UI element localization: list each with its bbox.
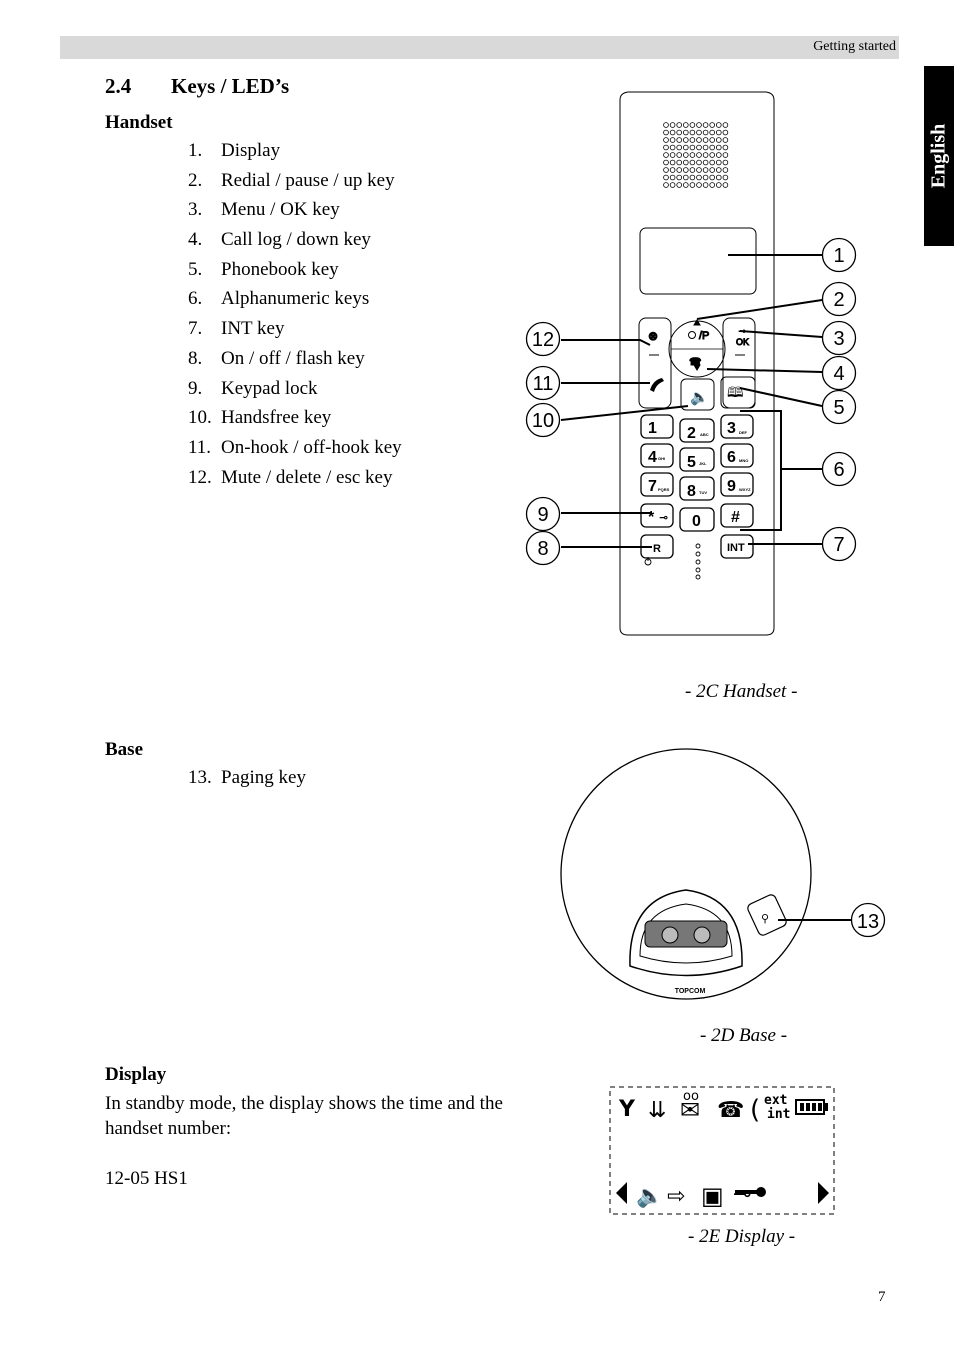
svg-text:PQRS: PQRS [658, 487, 670, 492]
callout-5: 5 [833, 397, 844, 419]
nav-key-icons: ⊗ /P ☎ OK → 🔈 [648, 319, 750, 407]
list-item: 2.Redial / pause / up key [188, 169, 395, 191]
svg-text:GHI: GHI [658, 456, 665, 461]
callout-4: 4 [833, 363, 844, 385]
handset-heading: Handset [105, 112, 173, 133]
display-heading: Display [105, 1064, 167, 1085]
battery-icon [795, 1099, 828, 1115]
list-item: 8.On / off / flash key [188, 347, 365, 369]
callout-11: 11 [533, 373, 554, 395]
svg-text:#: # [731, 509, 740, 526]
callout-1: 1 [833, 245, 844, 267]
list-item: 12.Mute / delete / esc key [188, 466, 393, 488]
callout-3: 3 [833, 328, 844, 350]
line-icon: ( [750, 1095, 760, 1125]
speaker-grille [663, 122, 729, 188]
key-lock-icon: ⊸ [733, 1182, 751, 1207]
leader-lines [560, 254, 823, 548]
page-number: 7 [878, 1289, 886, 1305]
list-item: 7.INT key [188, 318, 285, 340]
section-title: 2.4 Keys / LED’s [105, 74, 289, 99]
header-bar: Getting started [60, 36, 899, 59]
section-title-text: Keys / LED’s [171, 74, 290, 98]
svg-text:MNO: MNO [739, 458, 748, 463]
phone-icon: ☎ [717, 1098, 744, 1123]
list-item: 13.Paging key [188, 767, 306, 788]
right-arrow-icon [818, 1182, 829, 1204]
svg-text:*: * [648, 509, 655, 526]
list-item: 4.Call log / down key [188, 229, 371, 251]
svg-text:⊸: ⊸ [659, 512, 668, 524]
svg-text:OK: OK [736, 337, 749, 347]
list-item: 11.On-hook / off-hook key [188, 436, 402, 458]
list-item: 3.Menu / OK key [188, 199, 340, 221]
antenna-icon: Y [618, 1097, 636, 1122]
speaker-icon: 🔈 [636, 1184, 663, 1209]
left-arrow-icon [616, 1182, 627, 1204]
callout-13: 13 [857, 911, 879, 933]
svg-text:4: 4 [648, 449, 657, 466]
callout-7: 7 [833, 534, 844, 556]
callout-10: 10 [532, 410, 554, 432]
base-figure: ⚲ TOPCOM 13 [560, 748, 886, 1000]
display-figure: Y ⇊ ✉ oo ☎ ( ext int 🔈 ⇨ ▣ ⊸ [609, 1086, 835, 1215]
base-brand: TOPCOM [675, 988, 706, 995]
svg-text:⊗: ⊗ [648, 329, 658, 343]
svg-text:TUV: TUV [699, 490, 707, 495]
svg-text:JKL: JKL [699, 461, 707, 466]
svg-text:⚲: ⚲ [761, 912, 769, 925]
list-item: 5.Phonebook key [188, 258, 339, 280]
base-heading: Base [105, 739, 143, 760]
svg-text:9: 9 [727, 478, 736, 495]
display-description: In standby mode, the display shows the t… [105, 1093, 503, 1139]
svg-text:🔈: 🔈 [690, 388, 709, 406]
list-item: 10.Handsfree key [188, 407, 332, 429]
message-icon: ✉ [680, 1096, 700, 1124]
display-caption: - 2E Display - [688, 1226, 796, 1247]
list-item: 6.Alphanumeric keys [188, 288, 370, 310]
keypad-labels: 1 2 ABC 3 DEF 4 GHI 5 JKL 6 MNO 7 PQRS 8… [648, 420, 751, 555]
display-example: 12-05 HS1 [105, 1168, 188, 1189]
section-number: 2.4 [105, 74, 132, 98]
svg-text:7: 7 [648, 478, 657, 495]
callout-9: 9 [537, 504, 548, 526]
missed-call-icon: ⇊ [648, 1098, 666, 1123]
svg-text:3: 3 [727, 420, 736, 437]
svg-text:0: 0 [692, 513, 701, 530]
svg-text:ABC: ABC [700, 432, 709, 437]
menu-icon: ⇨ [667, 1184, 685, 1209]
svg-text:5: 5 [687, 454, 696, 471]
header-section-label: Getting started [813, 39, 896, 54]
base-key-list: 13.Paging key [188, 763, 306, 793]
svg-text:8: 8 [687, 483, 696, 500]
list-item: 9.Keypad lock [188, 377, 318, 399]
svg-text:INT: INT [727, 542, 745, 554]
base-caption: - 2D Base - [700, 1025, 788, 1046]
svg-text:R: R [653, 543, 661, 555]
ext-label: ext [764, 1093, 787, 1108]
language-tab: English [924, 66, 954, 246]
callout-12: 12 [532, 329, 554, 351]
callouts [525, 237, 857, 566]
phonebook-icon: ▣ [701, 1182, 724, 1210]
voicemail-icon: oo [683, 1089, 699, 1104]
handset-figure: ⊗ /P ☎ OK → 🔈 🕮 1 2 ABC 3 DEF 4 GHI [525, 91, 857, 636]
handset-caption: - 2C Handset - [685, 681, 798, 702]
svg-text:🕮: 🕮 [727, 385, 744, 401]
svg-text:6: 6 [727, 449, 736, 466]
svg-text:2: 2 [687, 425, 696, 442]
callout-6: 6 [833, 459, 844, 481]
callout-8: 8 [537, 538, 548, 560]
svg-text:☎: ☎ [689, 357, 701, 368]
svg-text:→: → [737, 324, 748, 336]
svg-text:WXYZ: WXYZ [739, 487, 751, 492]
list-item: 1.Display [188, 140, 281, 161]
callout-2: 2 [833, 289, 844, 311]
svg-text:1: 1 [648, 420, 657, 437]
svg-text:/P: /P [699, 330, 709, 342]
int-label: int [767, 1107, 790, 1122]
handset-key-list: 1.Display 2.Redial / pause / up key 3.Me… [188, 136, 402, 492]
svg-text:DEF: DEF [739, 430, 748, 435]
